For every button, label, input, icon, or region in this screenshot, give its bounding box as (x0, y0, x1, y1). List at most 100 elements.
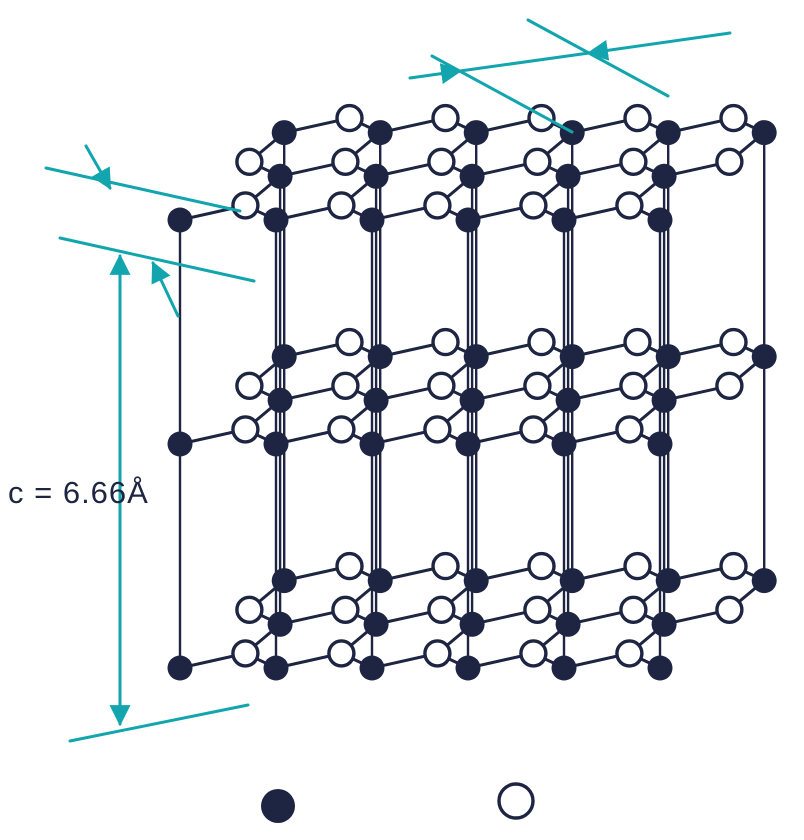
atom-filled (555, 163, 581, 189)
atom-filled (651, 611, 677, 637)
atom-open (523, 371, 552, 400)
atom-open (623, 551, 652, 581)
atom-open (719, 551, 748, 581)
atom-filled (271, 568, 297, 594)
atom-open (335, 327, 364, 357)
atom-open (235, 595, 264, 624)
dimension-extension-line (44, 166, 242, 213)
dimension-extension-line (58, 236, 256, 283)
atom-filled (267, 387, 293, 413)
atom-open (623, 103, 652, 133)
atom-open (427, 371, 456, 400)
dimension-arrow (586, 31, 732, 61)
atom-filled (359, 431, 385, 457)
atom-filled (463, 568, 489, 594)
atom-open (519, 415, 548, 444)
atom-filled (367, 344, 393, 370)
atom-filled (559, 568, 585, 594)
atom-filled (363, 611, 389, 637)
atom-open (423, 191, 452, 220)
atom-filled (455, 431, 481, 457)
atom-filled (459, 387, 485, 413)
dimension-line (458, 51, 591, 73)
atom-open (231, 191, 260, 220)
c-dimension-label: c = 6.66Å (8, 475, 149, 510)
atom-filled (463, 344, 489, 370)
atom-filled (655, 344, 681, 370)
dimension-arrow (151, 261, 180, 318)
atom-filled (655, 568, 681, 594)
atom-filled (367, 120, 393, 146)
atom-filled (651, 163, 677, 189)
atom-filled (263, 431, 289, 457)
atom-filled (167, 207, 193, 233)
atom-open (235, 147, 264, 177)
atom-open (431, 551, 460, 581)
atom-open (331, 147, 360, 177)
atom-open (327, 191, 356, 220)
atom-filled (167, 431, 193, 457)
atom-filled (363, 163, 389, 189)
atom-open (619, 371, 648, 400)
atom-open (615, 191, 644, 220)
atom-open (331, 371, 360, 400)
atom-open (527, 327, 556, 357)
atom-filled (559, 344, 585, 370)
atom-open (431, 103, 460, 133)
atom-open (235, 371, 264, 400)
atom-open (231, 639, 260, 668)
atom-filled (751, 120, 777, 146)
atom-filled (463, 120, 489, 146)
legend-open-atom (497, 782, 535, 820)
dimension-extension-line (68, 703, 250, 743)
atom-filled (263, 655, 289, 681)
atom-open (527, 551, 556, 581)
atom-filled (267, 611, 293, 637)
atom-open (523, 595, 552, 624)
atom-open (423, 415, 452, 444)
atom-filled (359, 655, 385, 681)
atom-open (431, 327, 460, 357)
atom-open (619, 595, 648, 624)
atom-filled (459, 163, 485, 189)
dimension-arrow (84, 144, 112, 190)
atom-filled (655, 120, 681, 146)
atom-filled (651, 387, 677, 413)
atom-filled (551, 207, 577, 233)
atom-open (619, 147, 648, 177)
atom-filled (647, 655, 673, 681)
atom-open (615, 639, 644, 668)
atom-filled (167, 655, 193, 681)
atom-open (519, 639, 548, 668)
atom-open (327, 639, 356, 668)
atom-filled (647, 207, 673, 233)
atom-open (423, 639, 452, 668)
atom-open (715, 595, 744, 624)
atom-filled (555, 611, 581, 637)
a-spacing-dimension (408, 18, 732, 134)
atom-open (427, 147, 456, 177)
atom-open (335, 551, 364, 581)
atom-open (335, 103, 364, 133)
atom-open (519, 191, 548, 220)
atom-filled (263, 207, 289, 233)
atom-filled (359, 207, 385, 233)
legend (261, 782, 535, 823)
atom-open (327, 415, 356, 444)
atom-filled (751, 344, 777, 370)
atom-open (523, 147, 552, 177)
atom-filled (459, 611, 485, 637)
atoms (167, 103, 777, 681)
atom-open (623, 327, 652, 357)
atom-filled (271, 344, 297, 370)
atom-open (231, 415, 260, 444)
atom-filled (455, 207, 481, 233)
atom-filled (367, 568, 393, 594)
atom-filled (647, 431, 673, 457)
atom-open (427, 595, 456, 624)
atom-filled (267, 163, 293, 189)
atom-filled (555, 387, 581, 413)
atom-open (719, 103, 748, 133)
dimension-arrow (408, 63, 463, 85)
